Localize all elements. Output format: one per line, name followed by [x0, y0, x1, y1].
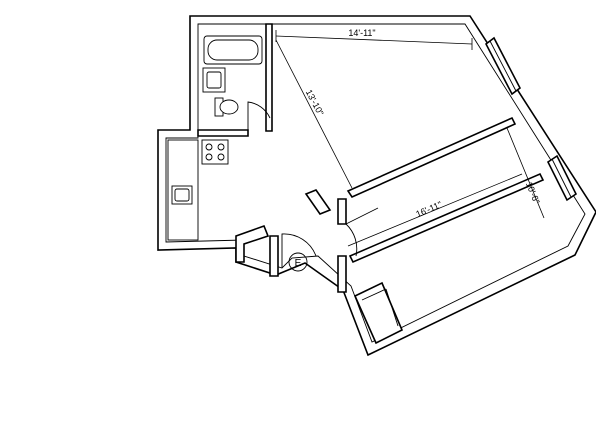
bathroom: [202, 35, 271, 130]
kitchen-counter: [167, 139, 199, 241]
living-depth-line: [275, 39, 353, 189]
bedroom-width-line: [347, 173, 523, 247]
entry-marker-icon: [288, 252, 308, 272]
bedroom-closet: [353, 281, 404, 345]
living-door-swing-icon: [345, 223, 358, 257]
bathtub-icon: [203, 35, 263, 65]
living-width-line: [275, 35, 473, 45]
interior-walls: [197, 23, 545, 293]
bath-sink-icon: [202, 67, 226, 93]
kitchen-sink-icon: [171, 185, 193, 205]
stove-icon: [201, 139, 229, 165]
living-width-label: 14'-11": [348, 28, 375, 38]
toilet-icon: [219, 99, 239, 115]
entry-label: E: [295, 258, 302, 269]
bedroom-depth-line: [506, 127, 545, 219]
entry-door-swing-icon: [281, 233, 317, 268]
windows: [484, 36, 578, 202]
entry-door: E: [281, 233, 317, 272]
living-door: [345, 207, 379, 257]
kitchen: [167, 139, 229, 241]
bath-door-icon: [247, 101, 271, 130]
